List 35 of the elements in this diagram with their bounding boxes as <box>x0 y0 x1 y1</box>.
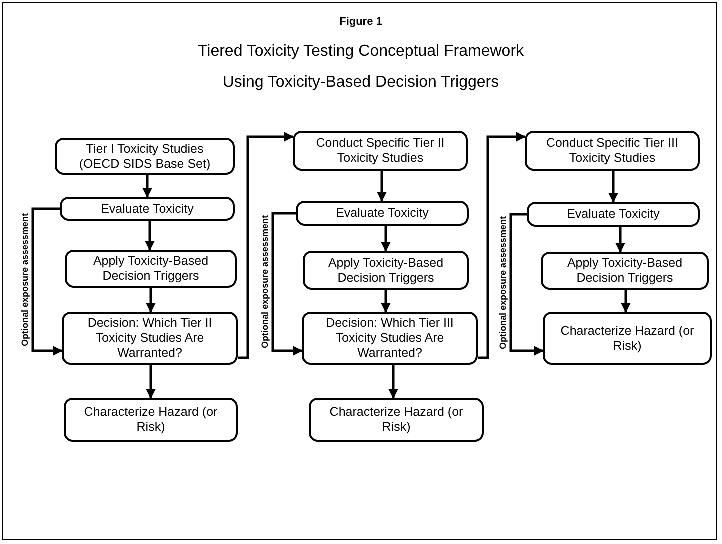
process-box: Apply Toxicity-Based Decision Triggers <box>65 250 237 288</box>
process-box: Apply Toxicity-Based Decision Triggers <box>541 252 709 290</box>
process-box: Evaluate Toxicity <box>60 197 235 221</box>
arrow <box>608 171 618 203</box>
process-box: Apply Toxicity-Based Decision Triggers <box>303 251 469 290</box>
figure-number: Figure 1 <box>338 16 384 28</box>
diagram-title: Tiered Toxicity Testing Conceptual Framework Using Toxicity-Based Decision Triggers <box>196 42 526 93</box>
arrow <box>388 365 398 399</box>
arrow <box>377 171 387 202</box>
arrow <box>478 132 526 360</box>
process-box: Evaluate Toxicity <box>296 201 469 226</box>
process-box: Evaluate Toxicity <box>527 202 700 227</box>
arrow <box>145 221 155 251</box>
arrow <box>272 212 303 356</box>
arrow <box>238 132 294 360</box>
edge-label: Optional exposure assessment <box>260 214 270 350</box>
process-box: Decision: Which Tier III Toxicity Studies Are Warranted? <box>302 312 478 365</box>
arrow <box>621 290 631 313</box>
edge-label: Optional exposure assessment <box>498 215 508 350</box>
arrow <box>142 175 152 198</box>
process-box: Tier I Toxicity Studies (OECD SIDS Base Set) <box>55 138 235 175</box>
edge-label: Optional exposure assessment <box>20 212 30 348</box>
process-box: Characterize Hazard (or Risk) <box>543 312 712 365</box>
arrow <box>381 290 391 313</box>
arrow <box>381 226 391 252</box>
arrow <box>146 365 156 399</box>
process-box: Characterize Hazard (or Risk) <box>64 398 238 442</box>
process-box: Conduct Specific Tier III Toxicity Studies <box>525 131 700 171</box>
arrow <box>146 288 156 313</box>
arrow <box>510 213 544 356</box>
arrow <box>32 208 63 356</box>
process-box: Decision: Which Tier II Toxicity Studies Are Warranted? <box>62 312 238 365</box>
arrow <box>616 227 626 253</box>
process-box: Characterize Hazard (or Risk) <box>309 398 484 442</box>
process-box: Conduct Specific Tier II Toxicity Studies <box>293 131 468 171</box>
